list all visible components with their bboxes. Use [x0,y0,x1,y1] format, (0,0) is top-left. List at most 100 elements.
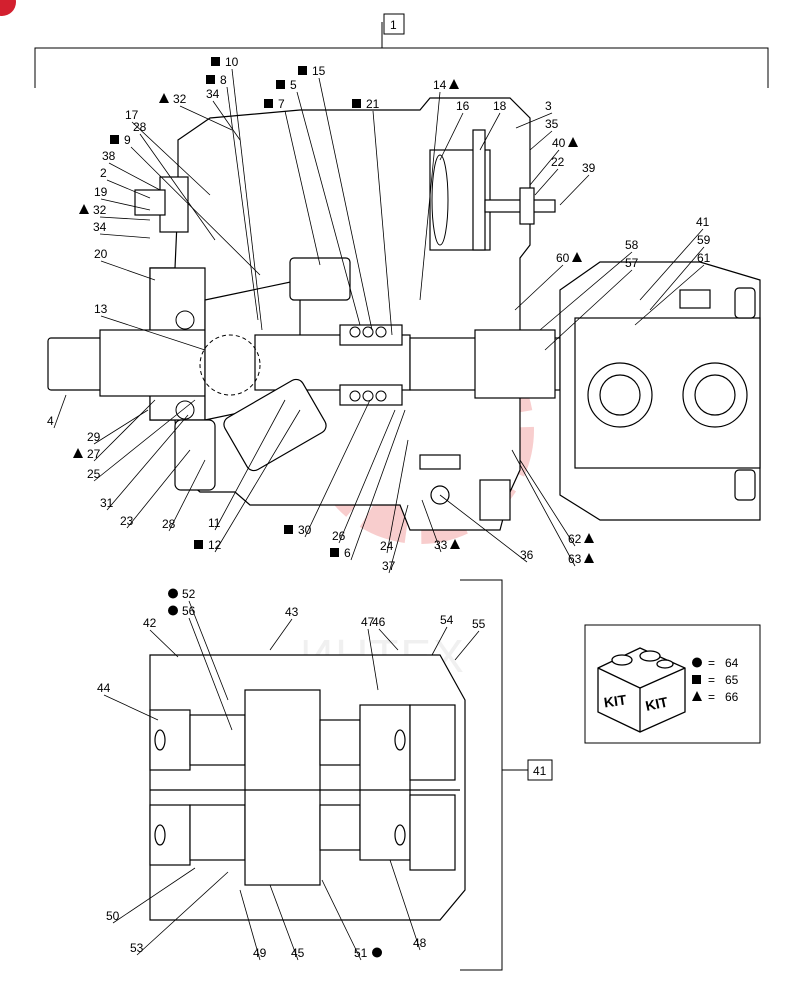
callout-label: 63 [568,552,582,566]
callout-leader [431,626,448,656]
callout-20: 20 [94,247,156,281]
callout-leader [214,399,286,531]
callout-label: 4 [47,414,54,428]
callout-leader [454,630,480,661]
callout-label: 20 [94,247,108,261]
callout-44: 44 [97,681,159,721]
callout-marker-triangle [73,448,83,458]
callout-marker-square [330,548,339,557]
callout-leader [372,110,393,336]
callout-62: 62 [519,459,594,547]
callout-label: 37 [382,559,396,573]
callout-leader [112,867,196,924]
callout-label: 61 [697,251,711,265]
callout-marker-triangle [568,137,578,147]
kit-equals: = [708,656,715,670]
callout-marker-square [276,80,285,89]
callout-50: 50 [106,867,196,924]
callout-leader [214,409,301,553]
callout-label: 18 [493,99,507,113]
callout-leader [559,174,590,206]
callout-17: 17 [125,108,211,196]
callout-39: 39 [559,161,596,206]
callout-leader [231,68,263,331]
kit-row-66: =66 [692,690,739,704]
callout-23: 23 [120,449,191,529]
callout-label: 58 [625,238,639,252]
callout-40: 40 [529,136,578,186]
callout-label: 38 [102,149,116,163]
callout-18: 18 [479,99,507,151]
callout-leader [529,149,560,186]
callout-42: 42 [143,616,179,658]
callout-label: 51 [354,946,368,960]
callout-leader [539,251,633,331]
callout-label: 43 [285,605,299,619]
kit-symbol-circle [692,657,702,668]
callout-label: 25 [87,467,101,481]
callout-leader [544,269,633,351]
callout-marker-triangle [159,93,169,103]
callout-leader [139,133,216,241]
callout-9: 9 [110,133,261,276]
kit-number: 66 [725,690,739,704]
callout-marker-triangle [450,539,460,549]
callout-leader [378,628,399,651]
callout-7: 7 [264,97,321,266]
callout-label: 34 [93,220,107,234]
callout-leader [93,399,196,482]
subassembly-label: 41 [533,764,547,778]
callout-label: 59 [697,233,711,247]
callout-leader [388,504,409,574]
callout-31: 31 [100,414,189,511]
callout-3: 3 [515,99,553,129]
kit-symbol-square [692,675,701,684]
callout-leader [639,228,704,301]
callout-49: 49 [239,889,267,961]
callout-marker-circle [168,605,178,616]
callout-leader [269,884,299,961]
callout-label: 31 [100,496,114,510]
callout-38: 38 [102,149,161,191]
kit-badge-right: KIT [644,693,670,713]
callout-marker-triangle [449,79,459,89]
subassembly-label-box [527,759,553,781]
callout-leader [514,264,564,311]
callout-leader [130,146,261,276]
callout-15: 15 [298,64,373,331]
kit-symbol-triangle [692,691,702,701]
pump-housing [47,97,561,531]
callout-43: 43 [269,605,299,651]
callout-26: 26 [332,409,396,544]
callout-label: 28 [162,517,176,531]
callout-marker-triangle [584,533,594,543]
callout-label: 23 [120,514,134,528]
callout-marker-square [298,66,307,75]
callout-59: 59 [649,233,711,311]
callout-leader [100,315,206,351]
callout-8: 8 [206,73,259,321]
callout-leader [93,399,156,462]
callout-label: 10 [225,55,239,69]
kit-rows: =64=65=66 [692,656,739,704]
callout-label: 22 [551,155,565,169]
callout-leader [103,694,159,721]
callout-leader [421,499,442,553]
callout-60: 60 [514,251,582,311]
callout-label: 54 [440,613,454,627]
callout-label: 50 [106,909,120,923]
callout-32: 32 [159,92,233,131]
callout-46: 46 [372,615,399,651]
callout-leader [106,414,189,511]
callout-marker-circle [168,588,178,599]
callout-label: 52 [182,587,196,601]
callout-56: 56 [168,604,233,731]
gear-pump-section [149,654,466,921]
callout-label: 9 [124,133,131,147]
subassembly-bracket [460,579,528,971]
kit-legend: KIT KIT =64=65=66 [584,624,761,744]
callout-12: 12 [194,409,301,553]
